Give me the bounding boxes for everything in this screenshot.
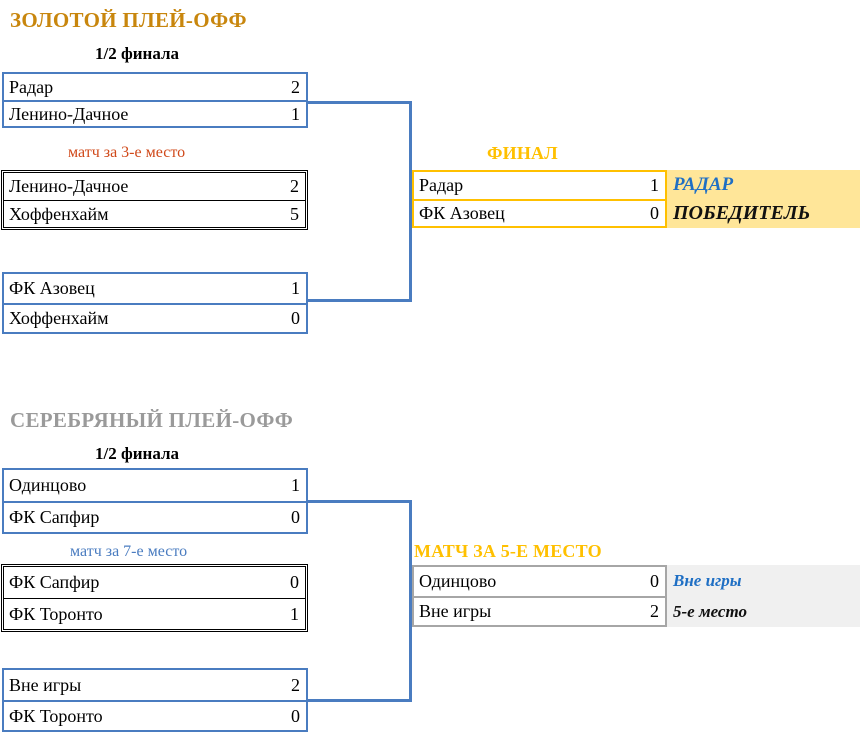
silver-seventh-place-label: матч за 7-е место <box>70 543 188 560</box>
match-row[interactable]: Одинцово 0 <box>414 567 665 596</box>
silver-connector-vertical <box>409 500 412 702</box>
team-score: 0 <box>290 572 299 592</box>
gold-semifinal-round-label: 1/2 финала <box>95 44 180 63</box>
team-score: 1 <box>291 103 300 124</box>
gold-semifinal-1-match[interactable]: Радар 2 Ленино-Дачное 1 <box>2 72 308 128</box>
team-name: Одинцово <box>9 475 87 495</box>
match-row[interactable]: Одинцово 1 <box>4 470 306 501</box>
match-row[interactable]: Радар 2 <box>4 74 306 100</box>
gold-playoff-title: ЗОЛОТОЙ ПЛЕЙ-ОФФ <box>10 8 247 32</box>
team-name: Одинцово <box>419 571 497 591</box>
gold-third-place-match[interactable]: Ленино-Дачное 2 Хоффенхайм 5 <box>1 170 308 230</box>
winner-name: РАДАР <box>673 173 734 195</box>
winner-title: 5-е место <box>673 601 747 621</box>
match-row[interactable]: ФК Азовец 0 <box>414 199 665 226</box>
gold-connector-top-horizontal <box>306 101 412 104</box>
silver-connector-bottom-horizontal <box>306 699 412 702</box>
team-score: 2 <box>291 76 300 97</box>
gold-final-label: ФИНАЛ <box>487 143 558 163</box>
match-row[interactable]: Радар 1 <box>414 172 665 199</box>
team-name: ФК Торонто <box>9 705 103 726</box>
team-score: 2 <box>290 176 299 196</box>
team-name: ФК Азовец <box>9 278 95 298</box>
team-score: 5 <box>290 203 299 224</box>
match-row[interactable]: ФК Сапфир 0 <box>4 567 305 598</box>
winner-name: Вне игры <box>673 570 742 590</box>
gold-semifinal-2-match[interactable]: ФК Азовец 1 Хоффенхайм 0 <box>2 272 308 334</box>
match-row[interactable]: ФК Азовец 1 <box>4 274 306 303</box>
team-name: Ленино-Дачное <box>9 176 129 196</box>
silver-fifth-place-label: МАТЧ ЗА 5-Е МЕСТО <box>414 541 602 561</box>
match-row[interactable]: ФК Сапфир 0 <box>4 501 306 532</box>
team-score: 0 <box>650 203 659 223</box>
silver-semifinal-1-match[interactable]: Одинцово 1 ФК Сапфир 0 <box>2 468 308 534</box>
team-name: Радар <box>419 175 464 195</box>
team-score: 1 <box>290 603 299 624</box>
match-row[interactable]: ФК Торонто 0 <box>4 700 306 730</box>
gold-final-match[interactable]: Радар 1 ФК Азовец 0 <box>412 170 667 228</box>
gold-third-place-label: матч за 3-е место <box>68 144 186 161</box>
match-row[interactable]: Вне игры 2 <box>4 670 306 700</box>
team-name: ФК Азовец <box>419 203 505 223</box>
team-score: 0 <box>650 571 659 591</box>
silver-connector-top-horizontal <box>306 500 412 503</box>
gold-connector-bottom-horizontal <box>306 299 412 302</box>
match-row[interactable]: Вне игры 2 <box>414 596 665 625</box>
silver-semifinal-2-match[interactable]: Вне игры 2 ФК Торонто 0 <box>2 668 308 732</box>
silver-playoff-title: СЕРЕБРЯНЫЙ ПЛЕЙ-ОФФ <box>10 408 294 432</box>
team-name: ФК Торонто <box>9 603 103 624</box>
gold-connector-vertical <box>409 101 412 302</box>
silver-fifth-place-match[interactable]: Одинцово 0 Вне игры 2 <box>412 565 667 627</box>
match-row[interactable]: Хоффенхайм 0 <box>4 303 306 332</box>
match-row[interactable]: Ленино-Дачное 1 <box>4 100 306 126</box>
gold-winner-panel: РАДАР ПОБЕДИТЕЛЬ <box>667 170 860 228</box>
team-score: 0 <box>291 308 300 328</box>
team-name: ФК Сапфир <box>9 572 100 592</box>
team-name: Вне игры <box>419 601 492 621</box>
silver-semifinal-round-label: 1/2 финала <box>95 444 180 463</box>
match-row[interactable]: Хоффенхайм 5 <box>4 200 305 227</box>
team-score: 1 <box>291 475 300 495</box>
team-name: Ленино-Дачное <box>9 103 129 124</box>
team-score: 1 <box>650 175 659 195</box>
match-row[interactable]: ФК Торонто 1 <box>4 598 305 629</box>
winner-title: ПОБЕДИТЕЛЬ <box>673 202 811 224</box>
match-row[interactable]: Ленино-Дачное 2 <box>4 173 305 200</box>
silver-seventh-place-match[interactable]: ФК Сапфир 0 ФК Торонто 1 <box>1 564 308 632</box>
team-name: Хоффенхайм <box>9 203 109 224</box>
team-score: 1 <box>291 278 300 298</box>
silver-fifth-place-result-panel: Вне игры 5-е место <box>667 565 860 627</box>
team-score: 2 <box>650 601 659 621</box>
team-score: 0 <box>291 507 300 527</box>
team-name: Вне игры <box>9 674 82 695</box>
team-name: Радар <box>9 76 54 97</box>
team-name: ФК Сапфир <box>9 507 100 527</box>
team-score: 0 <box>291 705 300 726</box>
team-score: 2 <box>291 674 300 695</box>
team-name: Хоффенхайм <box>9 308 109 328</box>
